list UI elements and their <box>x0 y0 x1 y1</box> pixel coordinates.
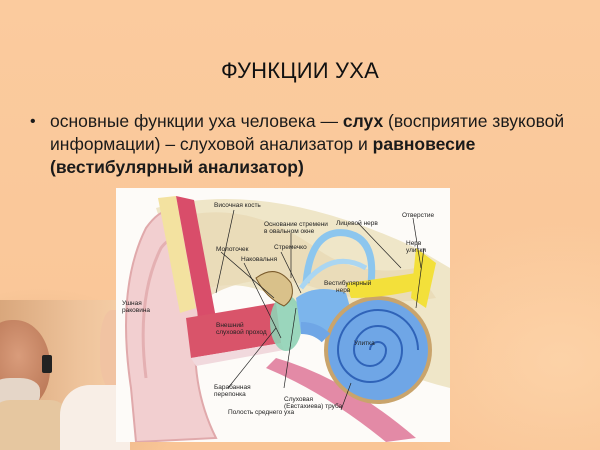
label-temporal-bone: Височная кость <box>214 202 261 209</box>
label-external-canal-1: Внешний <box>216 322 244 329</box>
bullet-text: основные функции уха человека — слух (во… <box>50 111 565 177</box>
label-auricle-2: раковина <box>122 307 151 314</box>
ear-illustration <box>125 196 450 442</box>
label-vestibular-nerve-2: нерв <box>336 287 351 294</box>
label-stapes-base-2: в овальном окне <box>264 228 315 235</box>
label-vestibular-nerve-1: Вестибулярный <box>324 280 372 287</box>
label-cochlea: Улитка <box>354 340 375 347</box>
label-stapes-base-1: Основание стремени <box>264 221 328 228</box>
doctor-patient-photo <box>0 300 130 450</box>
label-auricle-1: Ушная <box>122 300 142 307</box>
hearing-bold: слух <box>342 111 384 131</box>
label-incus: Наковальня <box>241 256 278 263</box>
bullet-icon: • <box>30 113 36 130</box>
label-eustachian-1: Слуховая <box>284 396 314 403</box>
balance-bold: равновесие (вестибулярный анализатор) <box>50 134 476 177</box>
label-stapes: Стремечко <box>274 244 307 251</box>
otoscope-icon <box>42 355 52 373</box>
label-eardrum-1: Барабанная <box>214 384 251 391</box>
slide-title: ФУНКЦИИ УХА <box>221 58 379 83</box>
label-eardrum-2: перепонка <box>214 391 246 398</box>
label-eustachian-2: (Евстахиева) труба <box>284 403 343 410</box>
label-external-canal-2: слуховой проход <box>216 329 267 336</box>
label-cochlear-nerve-2: улитки <box>406 247 426 254</box>
label-opening: Отверстие <box>402 212 435 219</box>
label-cochlear-nerve-1: Нерв <box>406 240 422 247</box>
bullet-item: • основные функции уха человека — слух (… <box>30 110 590 179</box>
label-malleus: Молоточек <box>216 246 249 253</box>
patient-shirt <box>0 400 70 450</box>
label-facial-nerve: Лицевой нерв <box>336 220 378 227</box>
ear-anatomy-diagram: Височная кость Основание стремени в овал… <box>116 188 450 442</box>
label-middle-ear-cavity: Полость среднего уха <box>228 409 295 416</box>
